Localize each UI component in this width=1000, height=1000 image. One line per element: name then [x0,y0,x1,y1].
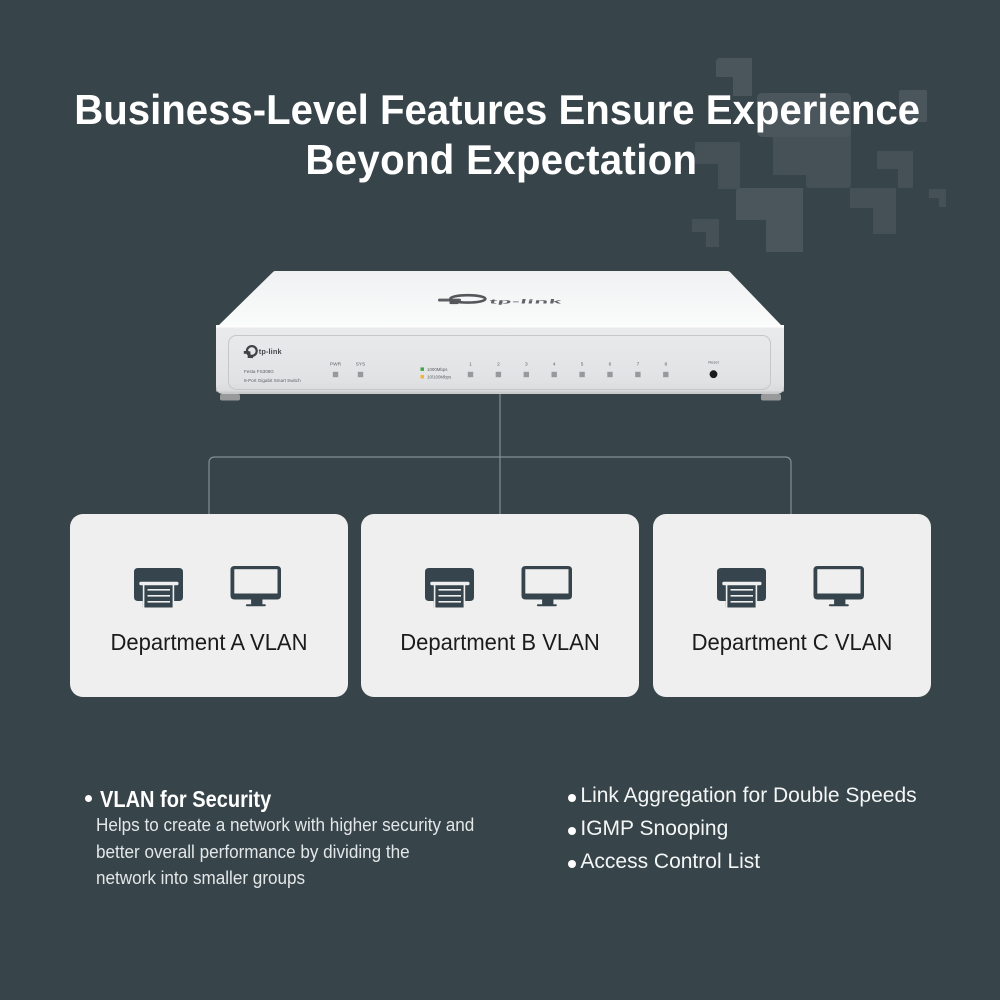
svg-text:SYS: SYS [356,362,366,368]
svg-text:3: 3 [525,362,528,368]
svg-text:4: 4 [553,362,556,368]
svg-text:8: 8 [664,362,667,368]
svg-text:tp-link: tp-link [489,298,564,305]
svg-text:10/100Mbps: 10/100Mbps [427,375,452,380]
svg-text:1000Mbps: 1000Mbps [427,367,448,372]
svg-text:1: 1 [469,362,472,368]
svg-text:8-Port Gigabit Smart Switch: 8-Port Gigabit Smart Switch [244,378,301,383]
svg-text:Reset: Reset [708,360,719,365]
svg-text:tp-link: tp-link [259,347,283,356]
svg-text:5: 5 [581,362,584,368]
svg-text:2: 2 [497,362,500,368]
svg-text:6: 6 [609,362,612,368]
svg-text:Festa FS308G: Festa FS308G [244,369,274,374]
svg-text:7: 7 [637,362,640,368]
svg-text:PWR: PWR [330,362,342,368]
